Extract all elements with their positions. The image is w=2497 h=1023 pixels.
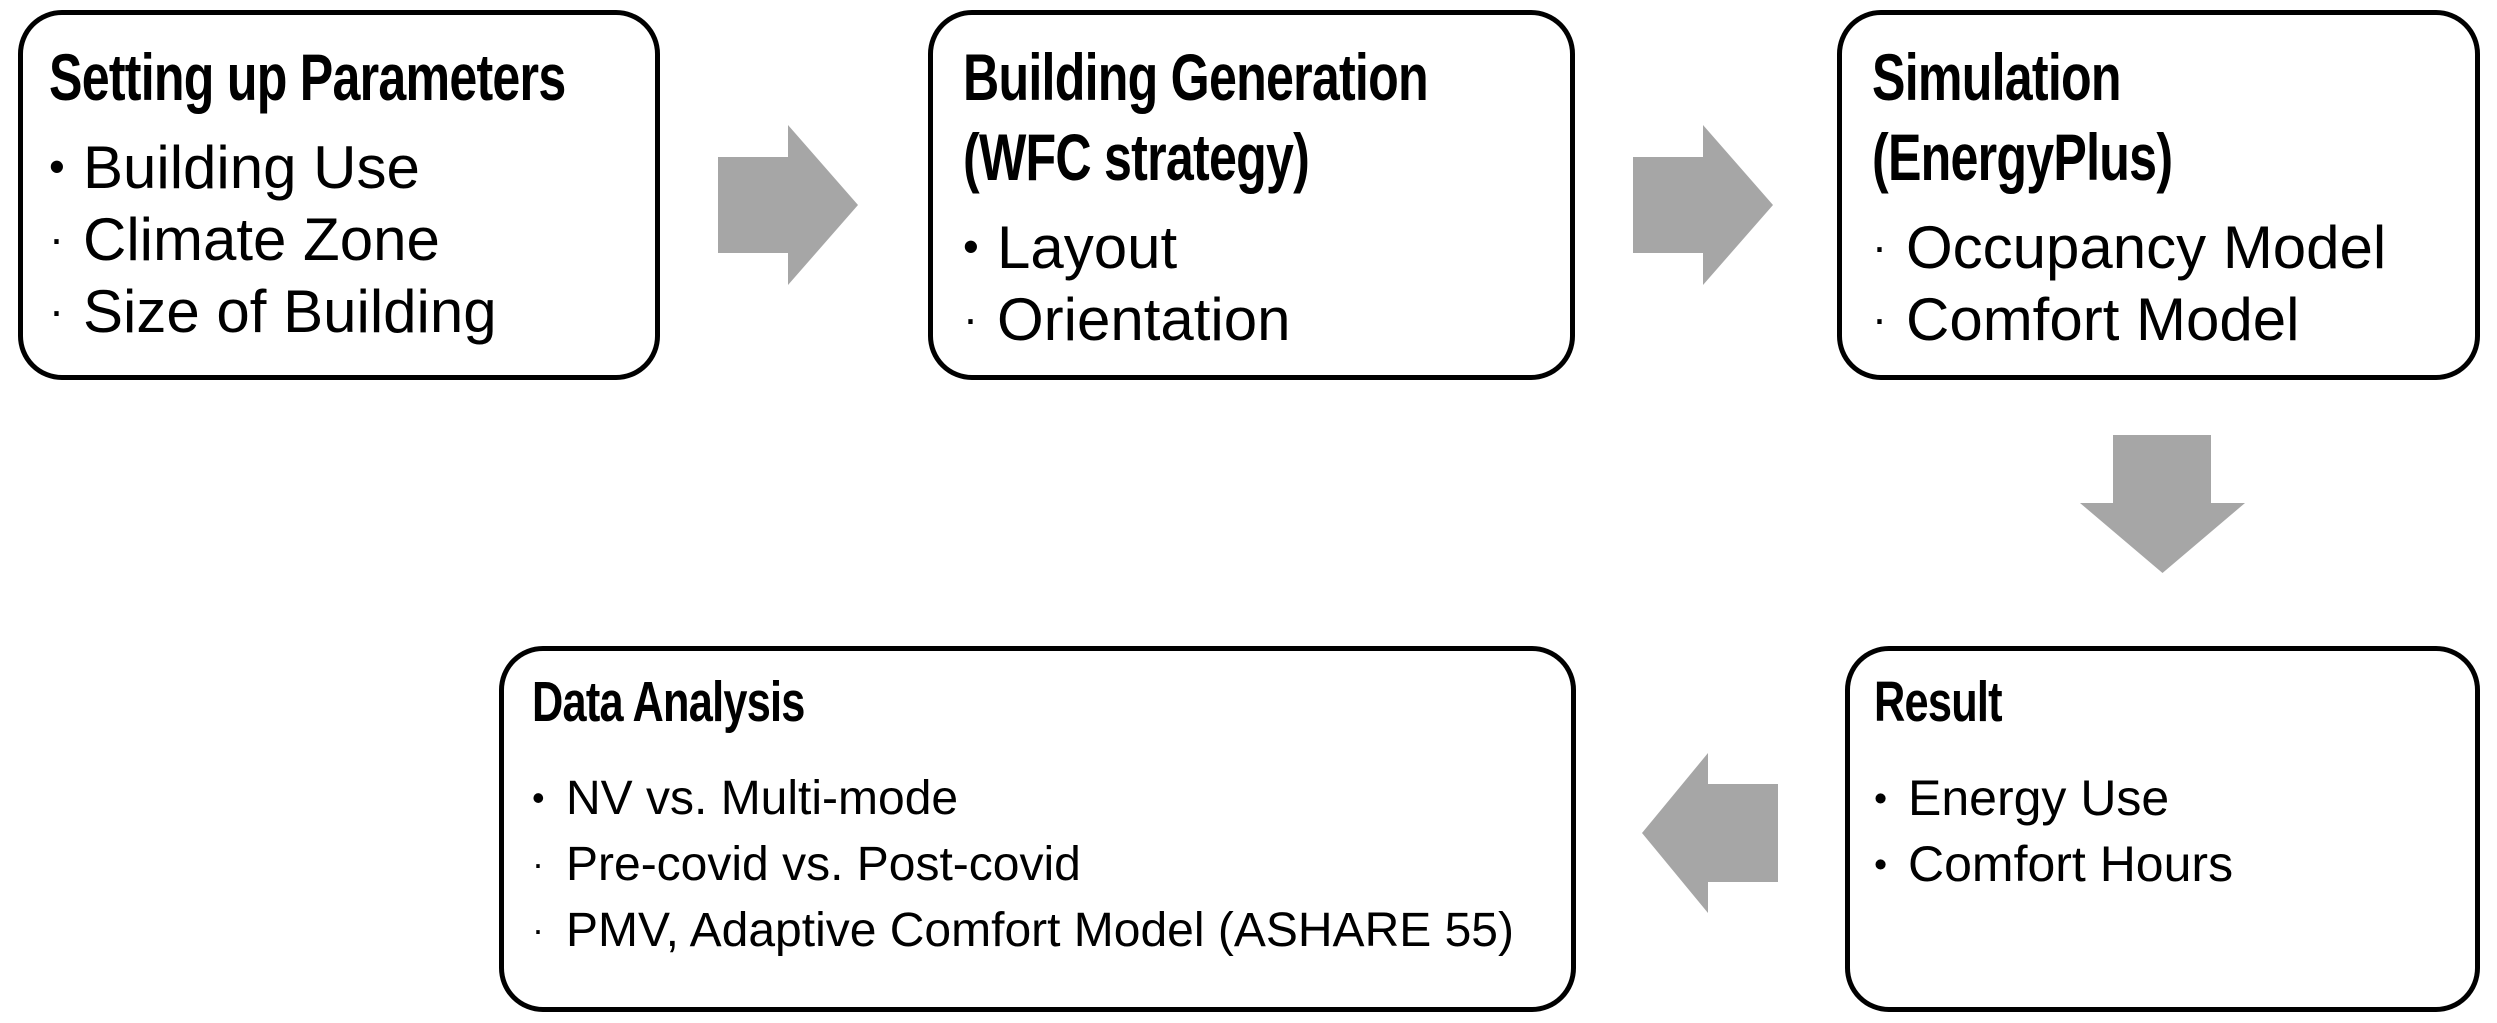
list-item: · PMV, Adaptive Comfort Model (ASHARE 55…: [532, 897, 1543, 963]
list-item: • NV vs. Multi-mode: [532, 765, 1543, 831]
list-item: • Layout: [963, 211, 1540, 283]
list-item: • Comfort Hours: [1874, 831, 2451, 897]
list-item-label: Pre-covid vs. Post-covid: [566, 837, 1081, 891]
bullet-list: · Occupancy Model · Comfort Model: [1872, 211, 2445, 355]
box-title-line: Data Analysis: [532, 670, 805, 734]
bullet-icon: ·: [532, 909, 544, 950]
list-item-label: Comfort Model: [1906, 285, 2300, 353]
bullet-icon: ·: [49, 285, 64, 336]
list-item: · Comfort Model: [1872, 283, 2445, 355]
box-setting-up-parameters: Setting up Parameters • Building Use · C…: [18, 10, 660, 380]
list-item-label: Comfort Hours: [1908, 836, 2234, 892]
bullet-icon: ·: [1872, 221, 1887, 272]
arrow-left-icon: [1642, 753, 1778, 913]
list-item-label: Energy Use: [1908, 770, 2170, 826]
bullet-list: • Energy Use • Comfort Hours: [1874, 765, 2451, 897]
list-item: · Pre-covid vs. Post-covid: [532, 831, 1543, 897]
box-building-generation: Building Generation (WFC strategy) • Lay…: [928, 10, 1575, 380]
bullet-icon: •: [963, 221, 979, 272]
bullet-icon: ·: [49, 213, 64, 264]
box-title-line: (WFC strategy): [963, 120, 1310, 194]
list-item: · Size of Building: [49, 275, 629, 347]
arrow-down-icon: [2080, 435, 2245, 573]
list-item-label: Building Use: [83, 133, 420, 201]
box-data-analysis: Data Analysis • NV vs. Multi-mode · Pre-…: [499, 646, 1576, 1012]
box-title: Data Analysis: [532, 667, 1300, 737]
box-title-line: Result: [1874, 670, 2003, 734]
list-item-label: Size of Building: [83, 277, 497, 345]
bullet-list: • Building Use · Climate Zone · Size of …: [49, 131, 629, 347]
box-title: Building Generation (WFC strategy): [963, 37, 1429, 197]
list-item-label: Layout: [997, 213, 1178, 281]
bullet-icon: •: [49, 141, 65, 192]
bullet-icon: ·: [532, 843, 544, 884]
list-item-label: Occupancy Model: [1906, 213, 2387, 281]
arrow-right-icon: [718, 125, 858, 285]
box-result: Result • Energy Use • Comfort Hours: [1845, 646, 2480, 1012]
bullet-list: • NV vs. Multi-mode · Pre-covid vs. Post…: [532, 765, 1543, 963]
bullet-icon: •: [1874, 776, 1888, 819]
box-title-line: (EnergyPlus): [1872, 120, 2173, 194]
list-item: • Building Use: [49, 131, 629, 203]
list-item: · Orientation: [963, 283, 1540, 355]
bullet-icon: •: [532, 777, 545, 818]
bullet-list: • Layout · Orientation: [963, 211, 1540, 355]
list-item-label: PMV, Adaptive Comfort Model (ASHARE 55): [566, 903, 1514, 957]
bullet-icon: •: [1874, 842, 1888, 885]
list-item: · Occupancy Model: [1872, 211, 2445, 283]
arrow-right-icon: [1633, 125, 1773, 285]
list-item: • Energy Use: [1874, 765, 2451, 831]
list-item-label: Climate Zone: [83, 205, 440, 273]
bullet-icon: ·: [1872, 293, 1887, 344]
box-title-line: Building Generation: [963, 40, 1429, 114]
box-title: Simulation (EnergyPlus): [1872, 37, 2307, 197]
box-simulation: Simulation (EnergyPlus) · Occupancy Mode…: [1837, 10, 2480, 380]
box-title: Setting up Parameters: [49, 37, 566, 117]
bullet-icon: ·: [963, 293, 978, 344]
box-title-line: Setting up Parameters: [49, 40, 566, 114]
box-title: Result: [1874, 667, 2313, 737]
box-title-line: Simulation: [1872, 40, 2122, 114]
list-item-label: Orientation: [997, 285, 1291, 353]
list-item: · Climate Zone: [49, 203, 629, 275]
list-item-label: NV vs. Multi-mode: [566, 771, 959, 825]
